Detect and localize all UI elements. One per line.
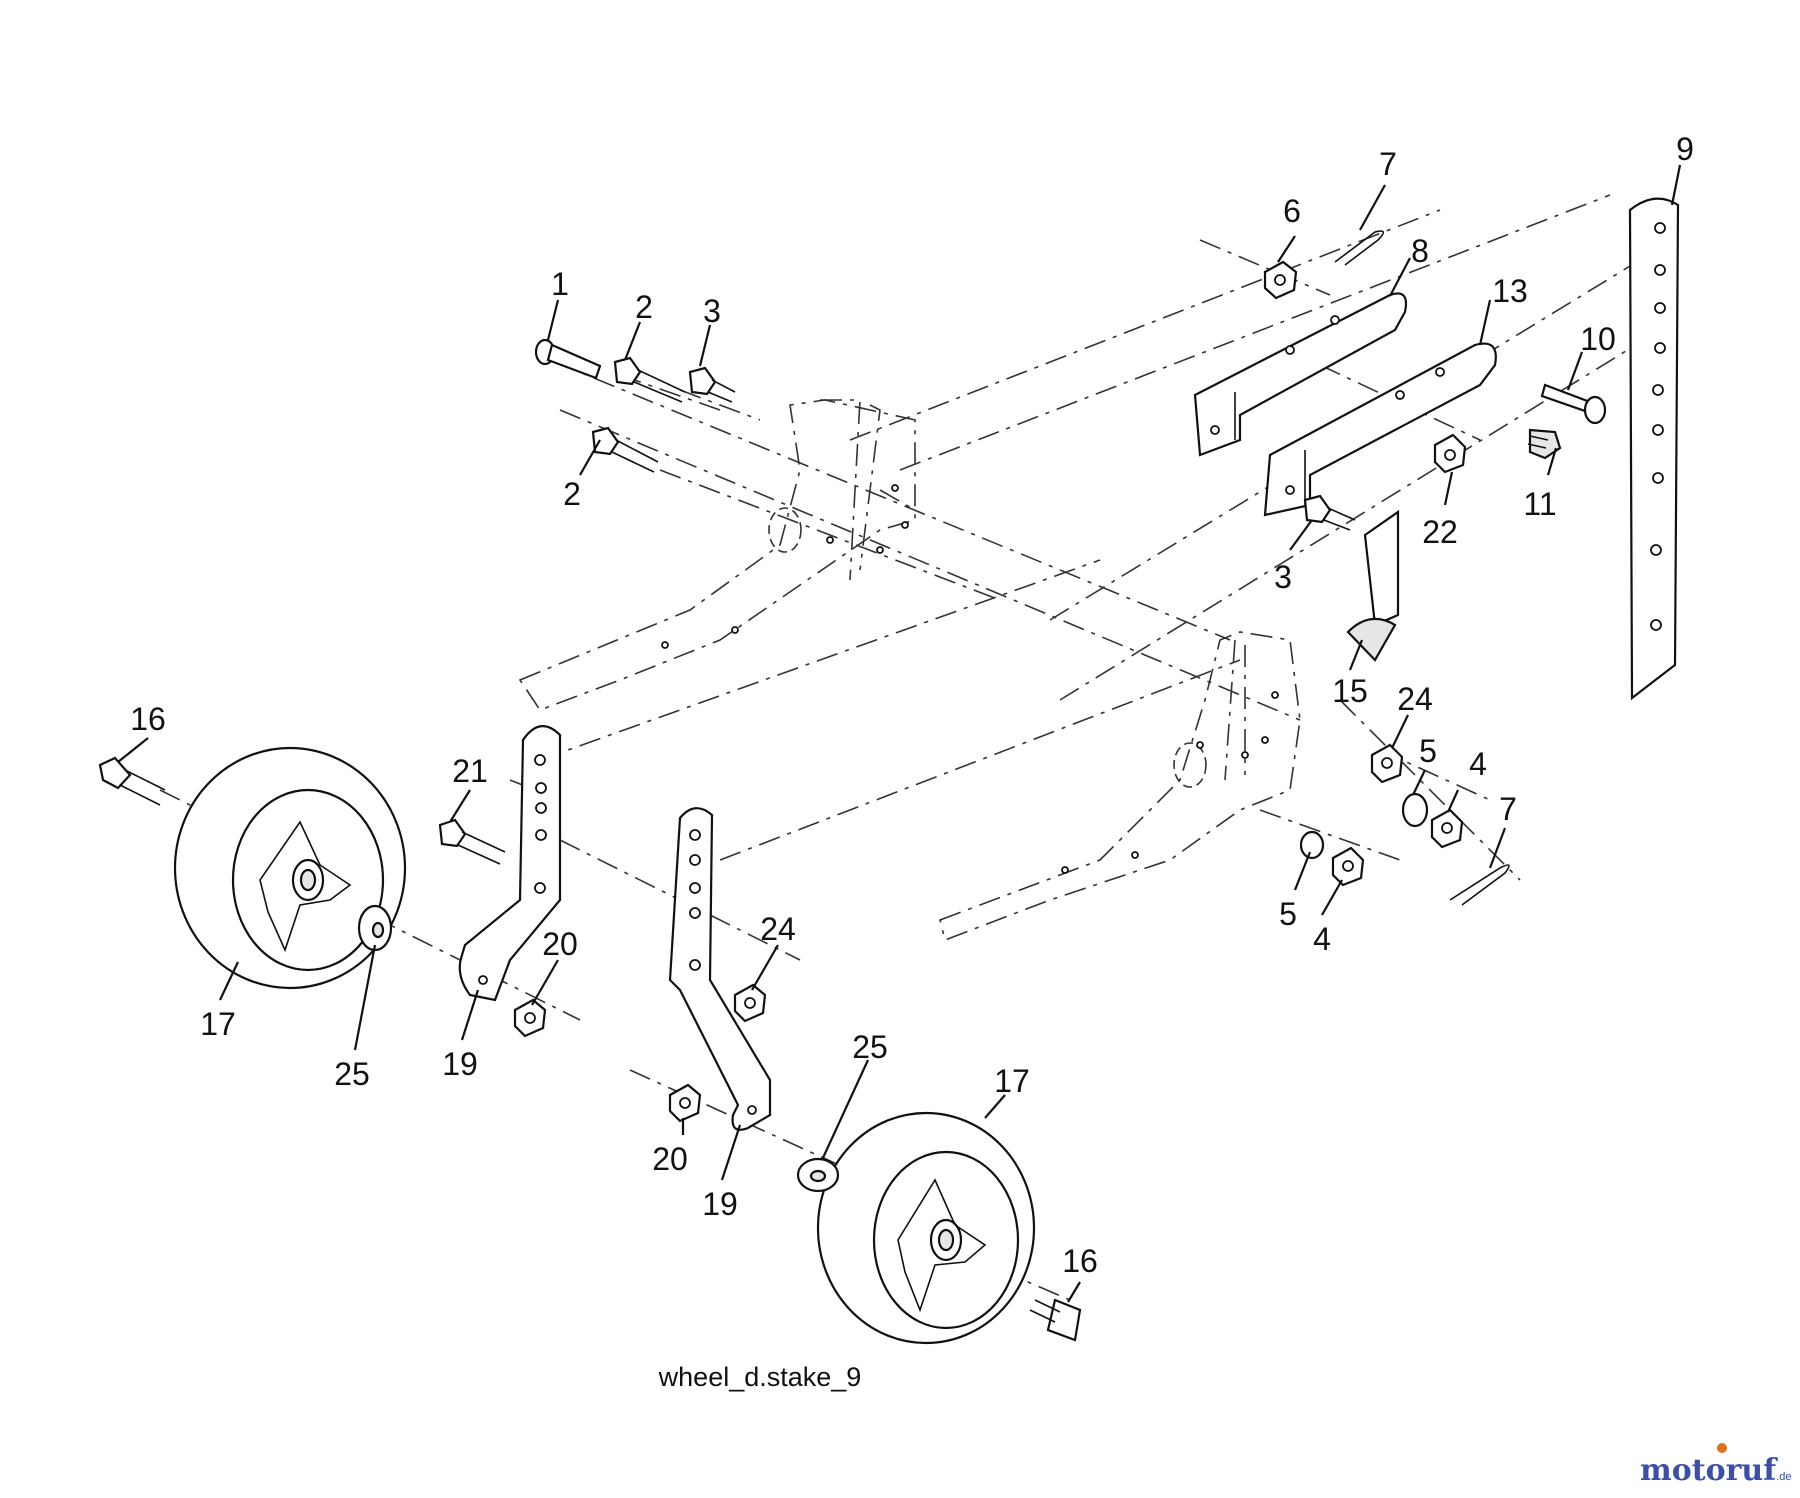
washers [357,792,1429,1193]
callout-leaders [117,164,1682,1303]
callout-label: 2 [635,289,653,325]
callout-label: 25 [852,1029,888,1065]
tiller-frame-right [939,631,1301,942]
callout-label: 9 [1676,131,1694,167]
wheel-bracket-right [668,807,772,1131]
callout-label: 20 [542,926,578,962]
diagram-caption: wheel_d.stake_9 [658,1362,862,1392]
callout-label: 25 [334,1056,370,1092]
wheel-right [816,1111,1036,1345]
callout-label: 1 [551,266,569,302]
callout-label: 2 [563,476,581,512]
callout-label: 19 [702,1186,738,1222]
callout-label: 17 [200,1006,236,1042]
callout-label: 16 [130,701,166,737]
callout-label: 24 [760,911,796,947]
callout-label: 4 [1313,921,1331,957]
callout-label: 7 [1499,791,1517,827]
callout-label: 8 [1411,233,1429,269]
wheel-left [173,746,407,990]
wheel-bracket-left [458,725,562,1002]
callout-label: 20 [652,1141,688,1177]
callout-label: 22 [1422,514,1458,550]
callout-label: 24 [1397,681,1433,717]
callout-label: 13 [1492,273,1528,309]
callout-label: 4 [1469,746,1487,782]
depth-stake [1628,197,1680,701]
tiller-frame-left [518,399,916,711]
callout-label: 11 [1523,486,1556,522]
bolts [98,230,1607,1342]
nuts [513,260,1467,1123]
stake-clip [1346,509,1400,662]
logo-suffix: .de [1776,1471,1791,1483]
callout-label: 10 [1580,321,1616,357]
stake-bracket-lower [1263,342,1497,517]
svg-text:motoruf.de: motoruf.de [1640,1453,1791,1488]
logo-accent-dot [1717,1443,1727,1453]
callout-label: 5 [1279,896,1297,932]
callout-label: 15 [1332,673,1368,709]
stake-bracket-upper [1193,292,1408,457]
callout-label: 5 [1419,733,1437,769]
callout-label: 21 [452,753,488,789]
logo-text: motoruf [1640,1453,1778,1488]
callout-label: 19 [442,1046,478,1082]
callout-label: 3 [1274,559,1292,595]
callout-label: 7 [1379,146,1397,182]
callout-label: 16 [1062,1243,1098,1279]
motoruf-logo: motoruf.de [1640,1443,1791,1488]
callout-labels: 1 2 3 2 6 7 8 13 9 10 11 22 3 15 24 5 4 … [130,131,1694,1279]
callout-label: 3 [703,293,721,329]
callout-label: 6 [1283,193,1301,229]
callout-label: 17 [994,1063,1030,1099]
